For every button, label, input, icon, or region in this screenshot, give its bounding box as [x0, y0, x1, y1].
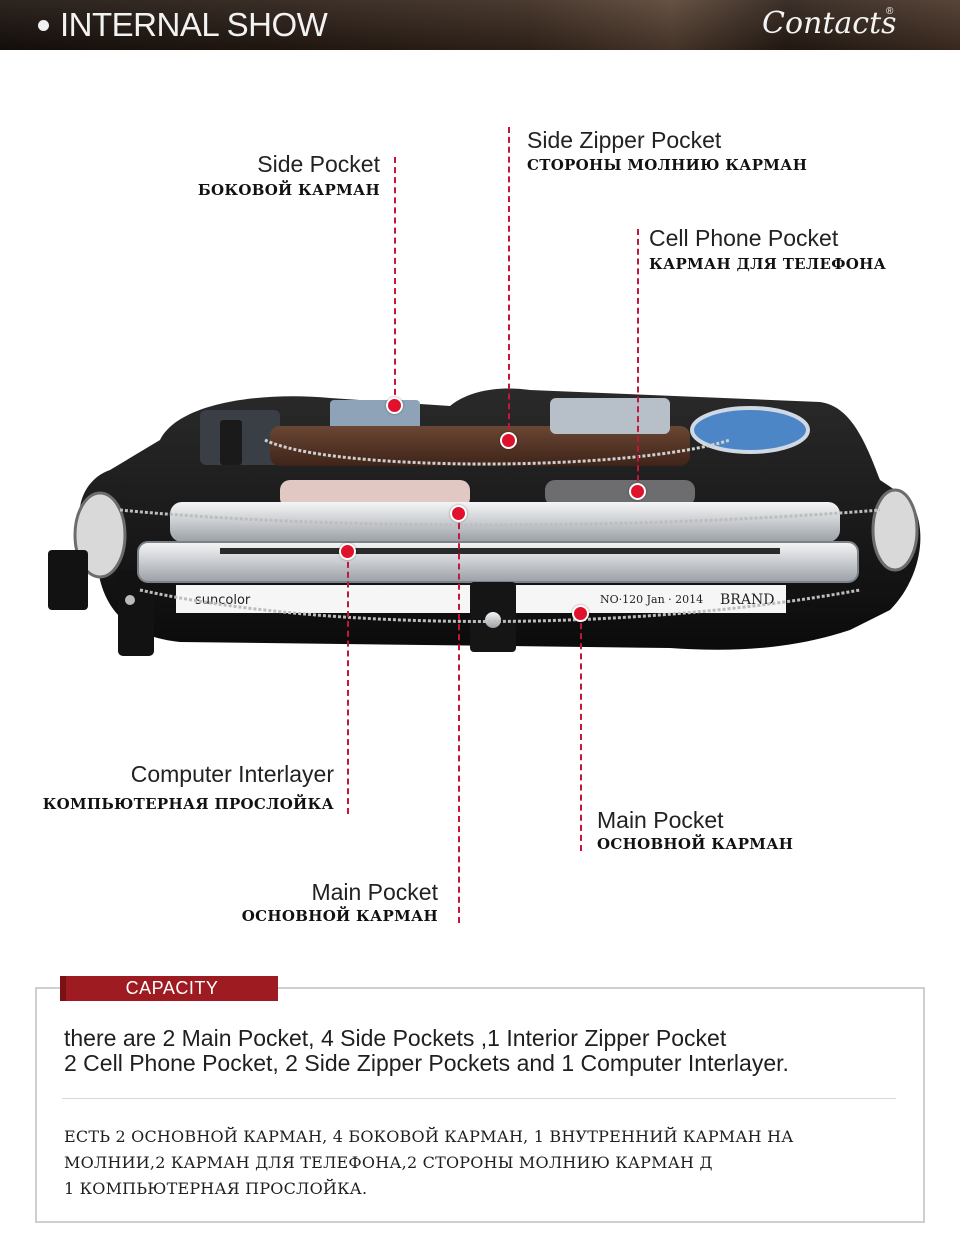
capacity-en-line-1: there are 2 Main Pocket, 4 Side Pockets … — [64, 1025, 727, 1051]
side-zipper-pocket-marker — [500, 432, 517, 449]
cell-phone-pocket-label: Cell Phone Pocket — [649, 225, 839, 251]
main-pocket-right-line — [580, 613, 582, 851]
magazine-text-mid: NO·120 Jan · 2014 — [600, 593, 703, 606]
cell-phone-pocket-line — [637, 229, 639, 491]
brand-logo: Contacts — [762, 6, 897, 41]
side-zipper-pocket-line — [508, 127, 510, 439]
registered-mark: ® — [886, 6, 894, 17]
header-shade — [0, 0, 960, 50]
bag-contents: suncolor NO·120 Jan · 2014 BRAND — [119, 398, 881, 652]
side-pocket-label: Side Pocket — [257, 151, 380, 177]
page-title: INTERNAL SHOW — [60, 6, 328, 43]
capacity-ru-line-2: МОЛНИИ,2 КАРМАН ДЛЯ ТЕЛЕФОНА,2 СТОРОНЫ М… — [64, 1153, 713, 1172]
main-pocket-center-label-ru: ОСНОВНОЙ КАРМАН — [241, 907, 438, 925]
main-pocket-center-marker — [450, 505, 467, 522]
capacity-en-line-2: 2 Cell Phone Pocket, 2 Side Zipper Pocke… — [64, 1050, 789, 1076]
cell-phone-pocket-label-ru: КАРМАН ДЛЯ ТЕЛЕФОНА — [649, 255, 887, 273]
side-pocket-line — [394, 157, 396, 405]
capacity-ru-line-1: ЕСТЬ 2 ОСНОВНОЙ КАРМАН, 4 БОКОВОЙ КАРМАН… — [64, 1127, 794, 1146]
magazine-text-right: BRAND — [720, 592, 774, 608]
header-banner: INTERNAL SHOW Contacts ® — [0, 0, 960, 50]
main-pocket-right-label: Main Pocket — [597, 807, 724, 833]
bag-illustration: suncolor NO·120 Jan · 2014 BRAND — [48, 388, 921, 656]
side-pocket-label-ru: БОКОВОЙ КАРМАН — [197, 181, 380, 199]
side-zipper-pocket-label: Side Zipper Pocket — [527, 127, 722, 153]
capacity-box — [35, 987, 925, 1223]
computer-interlayer-label: Computer Interlayer — [130, 761, 334, 787]
bullet-icon — [38, 20, 49, 31]
magazine-text-left: suncolor — [195, 593, 251, 608]
capacity-text-en: there are 2 Main Pocket, 4 Side Pockets … — [64, 1026, 904, 1076]
cell-phone-pocket-marker — [629, 483, 646, 500]
computer-interlayer-marker — [339, 543, 356, 560]
main-pocket-center-label: Main Pocket — [311, 879, 438, 905]
main-pocket-center-line — [458, 513, 460, 923]
side-pocket-marker — [386, 397, 403, 414]
capacity-tab: CAPACITY — [60, 976, 278, 1001]
computer-interlayer-label-ru: КОМПЬЮТЕРНАЯ ПРОСЛОЙКА — [42, 795, 334, 813]
capacity-divider — [62, 1098, 896, 1099]
capacity-text-ru: ЕСТЬ 2 ОСНОВНОЙ КАРМАН, 4 БОКОВОЙ КАРМАН… — [64, 1124, 904, 1202]
capacity-ru-line-3: 1 КОМПЬЮТЕРНАЯ ПРОСЛОЙКА. — [64, 1179, 368, 1198]
side-zipper-pocket-label-ru: СТОРОНЫ МОЛНИЮ КАРМАН — [527, 156, 808, 174]
main-pocket-right-marker — [572, 605, 589, 622]
main-pocket-right-label-ru: ОСНОВНОЙ КАРМАН — [597, 835, 794, 853]
computer-interlayer-line — [347, 552, 349, 814]
